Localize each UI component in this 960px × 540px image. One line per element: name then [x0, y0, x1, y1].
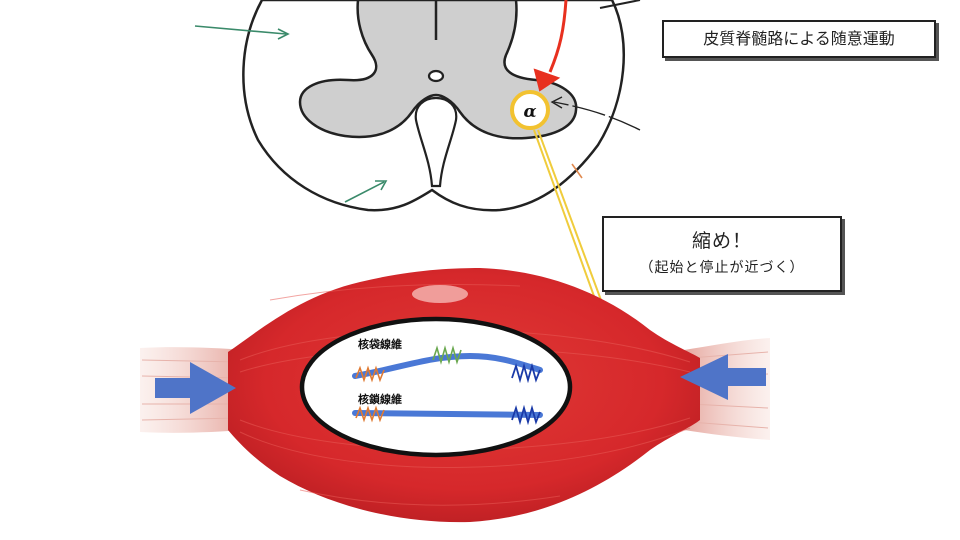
nuclear-chain-fiber: [352, 404, 543, 426]
tract-arrowhead-upper-left: [277, 28, 290, 40]
chain-fiber-line: [352, 410, 543, 418]
spinal-cord: [194, 0, 641, 212]
contract-explanation: （起始と停止が近づく）: [639, 260, 805, 276]
chain-motor-ending: [511, 404, 541, 426]
alpha-motor-neuron: [510, 90, 550, 130]
bag-motor-ending: [511, 362, 541, 384]
central-canal: [427, 69, 445, 83]
dorsal-root-right: [599, 0, 641, 9]
muscle-highlight: [412, 285, 468, 303]
gray-matter: [298, 0, 578, 140]
anterior-median-fissure: [414, 96, 458, 188]
force-arrow-right: [680, 354, 766, 400]
contract-command: 縮め！: [691, 230, 752, 252]
tract-arrow-lower-left: [344, 181, 385, 203]
nuclear-bag-label: 核袋線維: [358, 338, 402, 351]
corticospinal-arrowhead: [533, 68, 561, 92]
bag-sensory-ending: [355, 365, 385, 383]
bag-fiber-line: [352, 352, 543, 379]
tract-arrowhead-lower-left: [375, 180, 388, 191]
nuclear-bag-fiber: [352, 345, 543, 384]
afferent-arrow: [553, 101, 641, 131]
contract-command-box: 縮め！ （起始と停止が近づく）: [602, 216, 842, 292]
tract-arrow-upper-left: [194, 25, 287, 35]
title-box: 皮質脊髄路による随意運動: [662, 20, 936, 58]
corticospinal-arrow: [533, 0, 568, 92]
bag-gamma-ending: [432, 345, 462, 365]
afferent-arrowhead: [550, 96, 563, 109]
chain-sensory-ending: [355, 405, 385, 423]
muscle-spindle: [299, 316, 573, 458]
tract-arrow-lower-right: [571, 163, 583, 179]
force-arrow-left: [155, 362, 236, 414]
nuclear-chain-label: 核鎖線維: [358, 393, 402, 406]
alpha-label: α: [523, 102, 536, 122]
